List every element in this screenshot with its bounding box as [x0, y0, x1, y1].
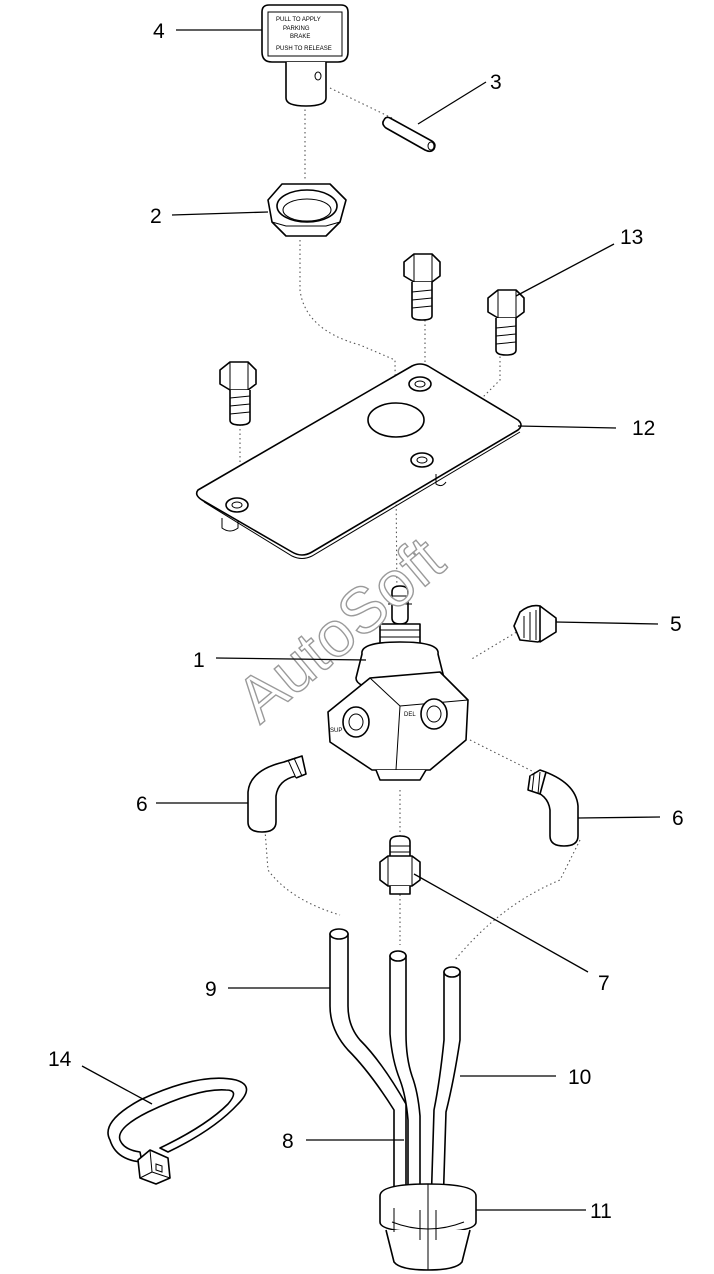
port-label-del: DEL	[404, 712, 416, 718]
knob-part-4: PARKING BRAKE PULL TO APPLY PUSH TO RELE…	[261, 4, 349, 107]
connector-part-7	[379, 835, 421, 895]
knob-label-line2: BRAKE	[290, 34, 310, 40]
mounting-plate-part-12	[195, 363, 522, 559]
knob-label-line4: PUSH TO RELEASE	[276, 46, 332, 52]
callout-6-right: 6	[672, 807, 684, 830]
callout-numbers: 4 3 2 13 12 1 5 6 6 7 9 10 14 8 11	[48, 20, 684, 1223]
callout-10: 10	[568, 1066, 591, 1089]
callout-9: 9	[205, 978, 217, 1001]
bolt-part-13-c	[219, 361, 257, 426]
callout-leaders	[81, 29, 661, 1211]
hex-nut-part-2	[267, 183, 347, 237]
elbow-fitting-part-6-left	[247, 755, 307, 833]
callout-7: 7	[598, 972, 610, 995]
callout-11: 11	[590, 1200, 612, 1223]
fitting-part-5	[513, 604, 557, 643]
port-label-sup: SUP	[330, 728, 342, 734]
callout-2: 2	[150, 205, 162, 228]
callout-12: 12	[632, 417, 655, 440]
callout-8: 8	[282, 1130, 294, 1153]
knob-label-line3: PULL TO APPLY	[276, 17, 321, 23]
valve-body-part-1: SUP DEL	[327, 585, 469, 781]
callout-6-left: 6	[136, 793, 148, 816]
callout-14: 14	[48, 1048, 72, 1071]
elbow-fitting-part-6-right	[527, 769, 579, 847]
bolt-part-13-b	[487, 289, 525, 356]
knob-label-line1: PARKING	[283, 26, 310, 32]
bolt-part-13-a	[403, 253, 441, 321]
callout-13: 13	[620, 226, 643, 249]
callout-3: 3	[490, 71, 502, 94]
grommet-part-11	[379, 1183, 477, 1271]
roll-pin-part-3	[382, 116, 436, 153]
callout-1: 1	[193, 649, 205, 672]
callout-4: 4	[153, 20, 165, 43]
callout-5: 5	[670, 613, 682, 636]
cable-tie-part-14	[107, 1077, 248, 1185]
